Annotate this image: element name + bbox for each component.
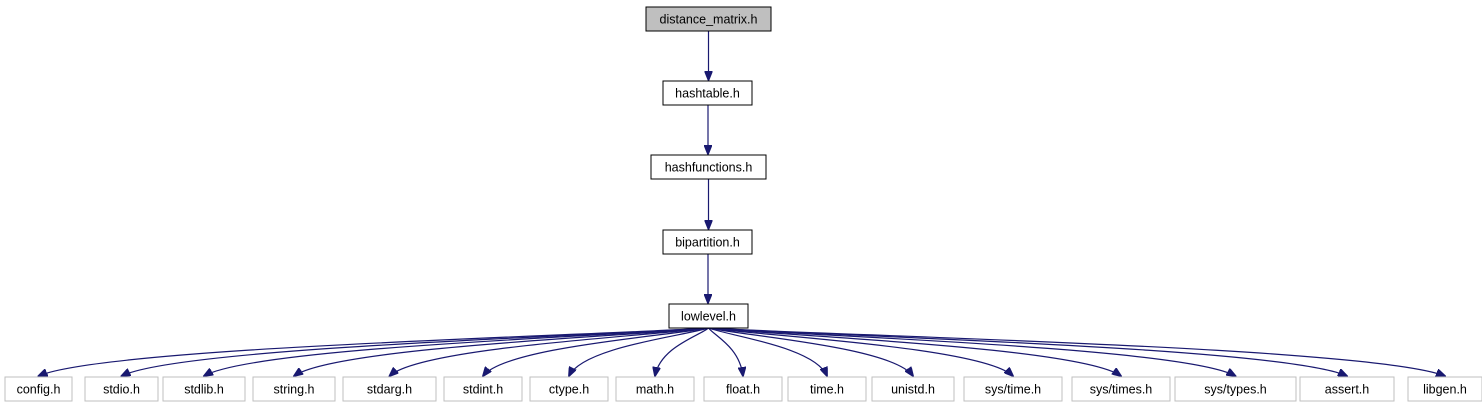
edge-lowlevel-to-float-h: [708, 327, 744, 376]
node-stdarg-h: stdarg.h: [342, 376, 437, 402]
node-distance-matrix-label: distance_matrix.h: [660, 13, 758, 27]
node-stdint-h-label: stdint.h: [463, 383, 503, 397]
node-float-h-box: [703, 376, 783, 402]
node-math-h: math.h: [615, 376, 695, 402]
node-sys-time-h-box: [963, 376, 1063, 402]
edge-lowlevel-to-sys-time-h: [708, 327, 1014, 376]
node-sys-time-h-label: sys/time.h: [985, 383, 1041, 397]
node-bipartition-label: bipartition.h: [675, 236, 740, 250]
node-distance-matrix-box: [645, 6, 772, 32]
node-time-h: time.h: [787, 376, 867, 402]
node-unistd-h-box: [871, 376, 955, 402]
node-sys-types-h: sys/types.h: [1174, 376, 1297, 402]
edge-lowlevel-to-sys-types-h: [708, 327, 1236, 376]
edge-lowlevel-to-stdarg-h: [390, 327, 709, 376]
node-distance-matrix[interactable]: distance_matrix.h: [645, 6, 772, 32]
dependency-edges: [39, 31, 1446, 376]
node-hashtable[interactable]: hashtable.h: [662, 80, 753, 106]
node-config-h-label: config.h: [17, 383, 61, 397]
node-time-h-box: [787, 376, 867, 402]
edge-lowlevel-to-unistd-h: [708, 327, 914, 376]
node-stdio-h: stdio.h: [84, 376, 159, 402]
node-lowlevel[interactable]: lowlevel.h: [668, 303, 749, 329]
node-config-h-box: [4, 376, 73, 402]
node-stdlib-h-label: stdlib.h: [184, 383, 224, 397]
edge-lowlevel-to-sys-times-h: [708, 327, 1122, 376]
node-stdio-h-box: [84, 376, 159, 402]
node-hashfunctions[interactable]: hashfunctions.h: [650, 154, 767, 180]
node-stdint-h-box: [443, 376, 523, 402]
node-unistd-h: unistd.h: [871, 376, 955, 402]
edge-lowlevel-to-ctype-h: [569, 327, 709, 376]
node-hashfunctions-label: hashfunctions.h: [665, 161, 753, 175]
node-sys-times-h-label: sys/times.h: [1090, 383, 1153, 397]
node-ctype-h-label: ctype.h: [549, 383, 589, 397]
edge-lowlevel-to-math-h: [655, 327, 709, 376]
edge-lowlevel-to-stdint-h: [483, 327, 709, 376]
node-lowlevel-label: lowlevel.h: [681, 310, 736, 324]
node-math-h-box: [615, 376, 695, 402]
node-hashfunctions-box: [650, 154, 767, 180]
node-assert-h-box: [1299, 376, 1395, 402]
node-libgen-h-box: [1407, 376, 1482, 402]
node-time-h-label: time.h: [810, 383, 844, 397]
node-bipartition-box: [662, 229, 753, 255]
node-sys-types-h-label: sys/types.h: [1204, 383, 1267, 397]
node-string-h-label: string.h: [274, 383, 315, 397]
node-sys-times-h-box: [1071, 376, 1171, 402]
node-lowlevel-box: [668, 303, 749, 329]
node-assert-h-label: assert.h: [1325, 383, 1370, 397]
edge-lowlevel-to-stdlib-h: [204, 327, 709, 376]
node-ctype-h-box: [529, 376, 609, 402]
node-math-h-label: math.h: [636, 383, 674, 397]
system-headers: config.h stdio.h stdlib.h string.h stdarg.h s…: [4, 376, 1482, 402]
node-stdlib-h-box: [162, 376, 246, 402]
node-hashtable-label: hashtable.h: [675, 87, 740, 101]
node-hashtable-box: [662, 80, 753, 106]
node-bipartition[interactable]: bipartition.h: [662, 229, 753, 255]
node-string-h-box: [252, 376, 336, 402]
node-string-h: string.h: [252, 376, 336, 402]
node-config-h: config.h: [4, 376, 73, 402]
edge-lowlevel-to-libgen-h: [708, 327, 1446, 376]
node-assert-h: assert.h: [1299, 376, 1395, 402]
node-stdarg-h-box: [342, 376, 437, 402]
node-libgen-h: libgen.h: [1407, 376, 1482, 402]
node-sys-types-h-box: [1174, 376, 1297, 402]
node-stdarg-h-label: stdarg.h: [367, 383, 412, 397]
node-sys-times-h: sys/times.h: [1071, 376, 1171, 402]
edge-lowlevel-to-time-h: [708, 327, 828, 376]
node-sys-time-h: sys/time.h: [963, 376, 1063, 402]
include-chain: distance_matrix.h hashtable.h hashfuncti…: [645, 6, 772, 329]
node-libgen-h-label: libgen.h: [1423, 383, 1467, 397]
node-unistd-h-label: unistd.h: [891, 383, 935, 397]
node-float-h: float.h: [703, 376, 783, 402]
node-float-h-label: float.h: [726, 383, 760, 397]
node-stdint-h: stdint.h: [443, 376, 523, 402]
edge-lowlevel-to-string-h: [294, 327, 709, 376]
node-stdio-h-label: stdio.h: [103, 383, 140, 397]
node-ctype-h: ctype.h: [529, 376, 609, 402]
node-stdlib-h: stdlib.h: [162, 376, 246, 402]
